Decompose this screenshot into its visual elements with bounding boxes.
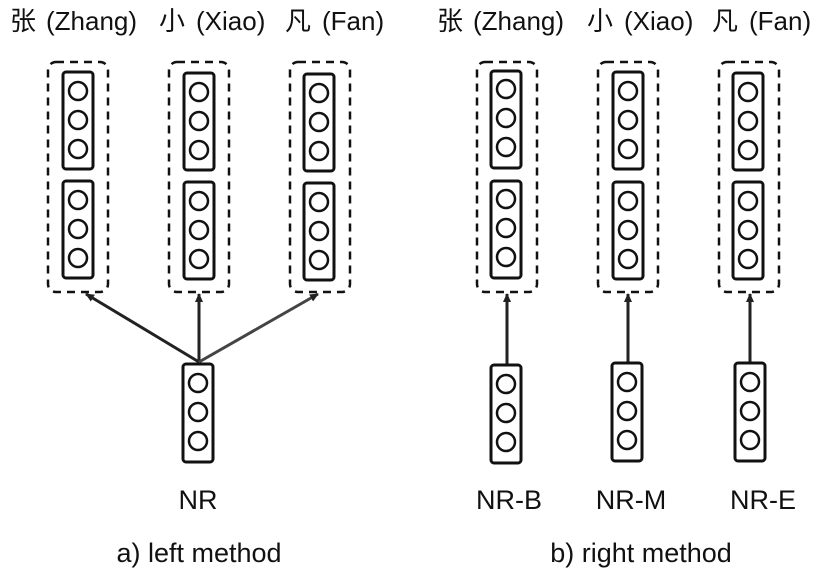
panel-b-arrows	[503, 293, 754, 364]
header-char-xiao: 小	[587, 7, 613, 37]
arrow	[198, 292, 319, 364]
panel-b-char-group-2	[596, 60, 660, 294]
header-pinyin-zhang: (Zhang)	[473, 6, 564, 36]
header-pinyin-xiao: (Xiao)	[624, 6, 693, 36]
panel-b-source-vector-e	[733, 361, 767, 463]
header-char-zhang: 张	[437, 7, 463, 37]
panel-b-char-group-3	[717, 60, 781, 294]
header-char-fan: 凡	[712, 7, 738, 37]
panel-a-char-group-3	[288, 60, 352, 294]
source-label-nr-e: NR-E	[730, 485, 796, 515]
neuron-vector	[611, 70, 645, 171]
panel-a-char-group-1	[46, 60, 110, 294]
panel-b-header: 张 (Zhang) 小 (Xiao) 凡 (Fan)	[437, 6, 811, 37]
neuron-vector	[731, 180, 765, 281]
header-char-xiao: 小	[159, 7, 185, 37]
header-pinyin-fan: (Fan)	[749, 6, 811, 36]
panel-b-char-group-1	[475, 60, 539, 294]
neuron-vector	[731, 71, 765, 172]
neuron-vector	[611, 180, 645, 281]
neuron-vector	[61, 179, 95, 280]
source-label-nr-b: NR-B	[476, 485, 542, 515]
panel-a-arrows	[85, 292, 319, 364]
neuron-vector	[489, 69, 523, 170]
neuron-vector	[182, 180, 216, 281]
header-pinyin-zhang: (Zhang)	[46, 6, 137, 36]
neuron-vector	[182, 71, 216, 172]
source-label-nr-m: NR-M	[596, 485, 666, 515]
neuron-vector	[302, 181, 336, 282]
panel-a-source-vector	[181, 362, 215, 464]
neuron-vector	[489, 179, 523, 280]
source-label-nr: NR	[179, 485, 218, 515]
panel-a-char-group-2	[167, 60, 231, 294]
neuron-vector	[302, 72, 336, 173]
arrow	[85, 292, 200, 364]
panel-b-source-vector-b	[489, 363, 523, 465]
neuron-vector	[61, 70, 95, 171]
caption-right-method: b) right method	[550, 538, 732, 568]
header-char-fan: 凡	[285, 7, 311, 37]
panel-b-source-vector-m	[610, 361, 644, 463]
caption-left-method: a) left method	[116, 538, 281, 568]
panel-a-header: 张 (Zhang) 小 (Xiao) 凡 (Fan)	[10, 6, 384, 37]
header-char-zhang: 张	[10, 7, 36, 37]
header-pinyin-xiao: (Xiao)	[196, 6, 265, 36]
header-pinyin-fan: (Fan)	[322, 6, 384, 36]
